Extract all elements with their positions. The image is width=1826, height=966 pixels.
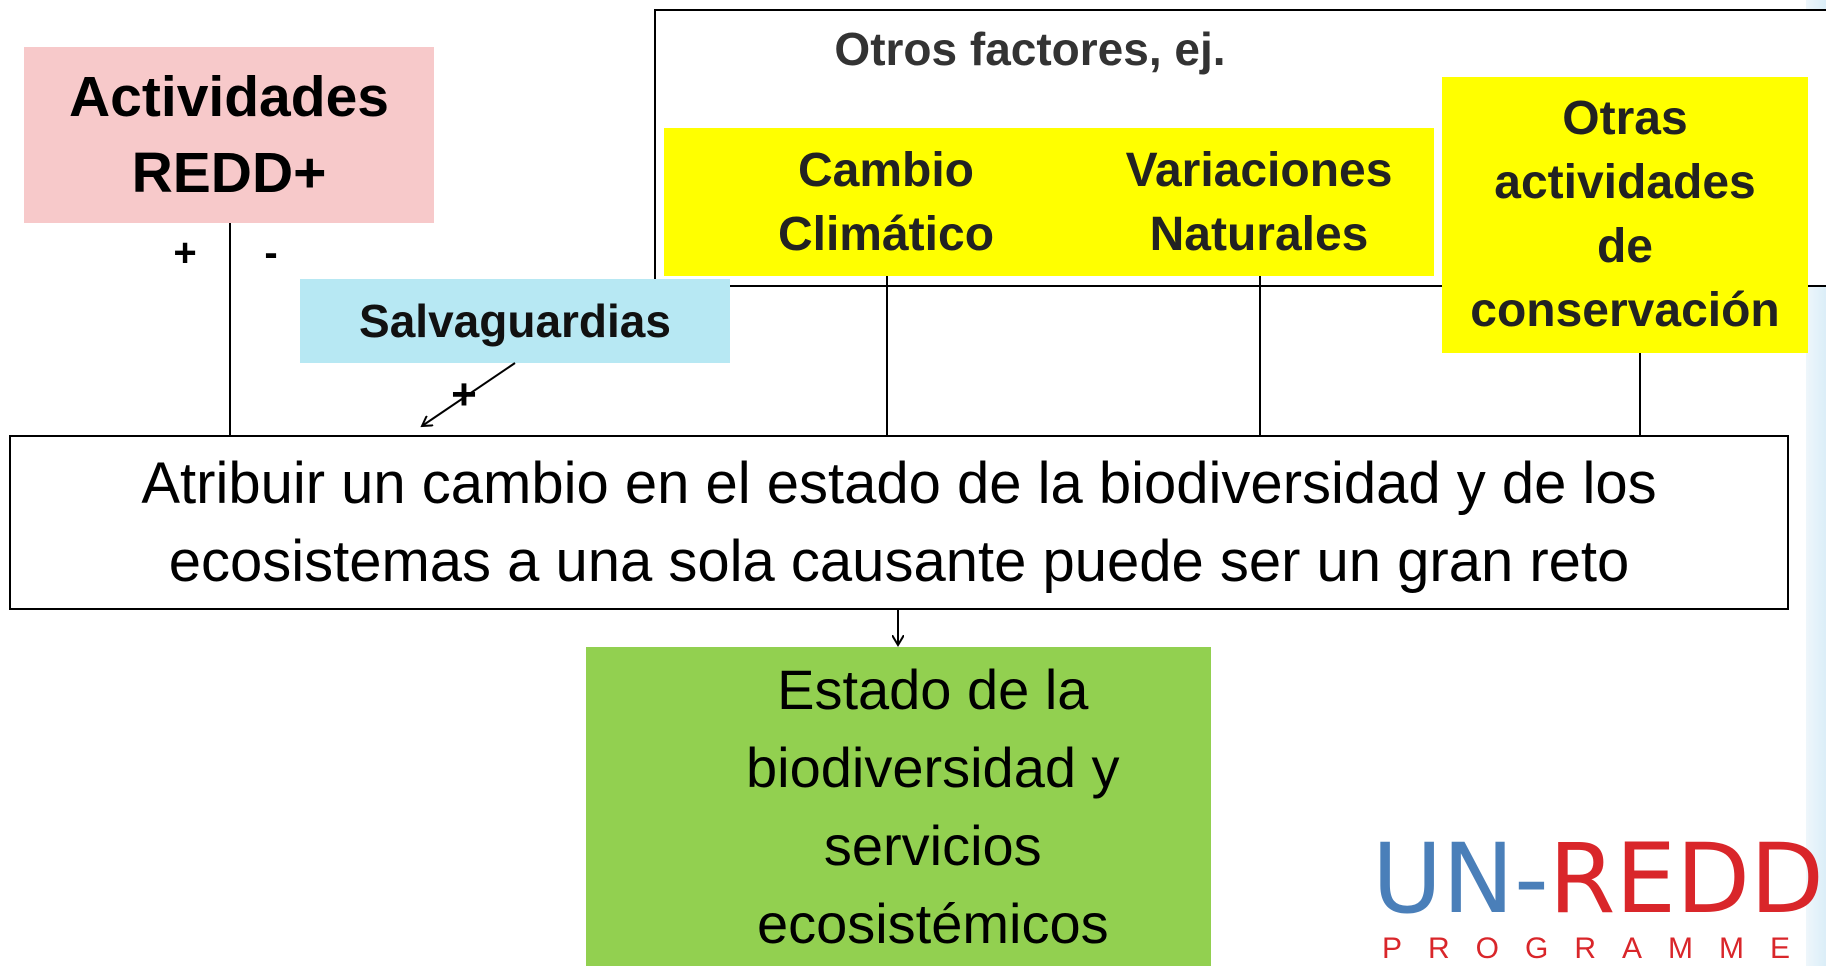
natural-variations-label: Variaciones Naturales	[1125, 144, 1393, 261]
biodiversity-state-box: Estado de la biodiversidad y servicios e…	[586, 647, 1211, 966]
negative-effect-sign: -	[264, 230, 278, 275]
other-conservation-box: Otras actividades de conservación	[1442, 77, 1808, 353]
redd-activities-box: Actividades REDD+	[24, 47, 434, 223]
positive-effect-sign: +	[173, 230, 197, 275]
other-factors-yellow-band	[664, 128, 1434, 276]
attribution-challenge-box: Atribuir un cambio en el estado de la bi…	[9, 435, 1789, 610]
safeguards-box: Salvaguardias	[300, 279, 730, 363]
un-redd-logo: UN-REDD PROGRAMME	[1372, 824, 1824, 965]
other-factors-title: Otros factores, ej.	[834, 23, 1226, 75]
safeguards-positive-sign: +	[451, 370, 477, 419]
logo-redd-text: REDD	[1548, 823, 1824, 935]
climate-change-label: Cambio Climático	[777, 144, 995, 261]
logo-programme-text: PROGRAMME	[1382, 932, 1817, 965]
un-redd-wordmark: UN-REDD	[1372, 824, 1824, 934]
logo-un-text: UN-	[1372, 823, 1549, 935]
